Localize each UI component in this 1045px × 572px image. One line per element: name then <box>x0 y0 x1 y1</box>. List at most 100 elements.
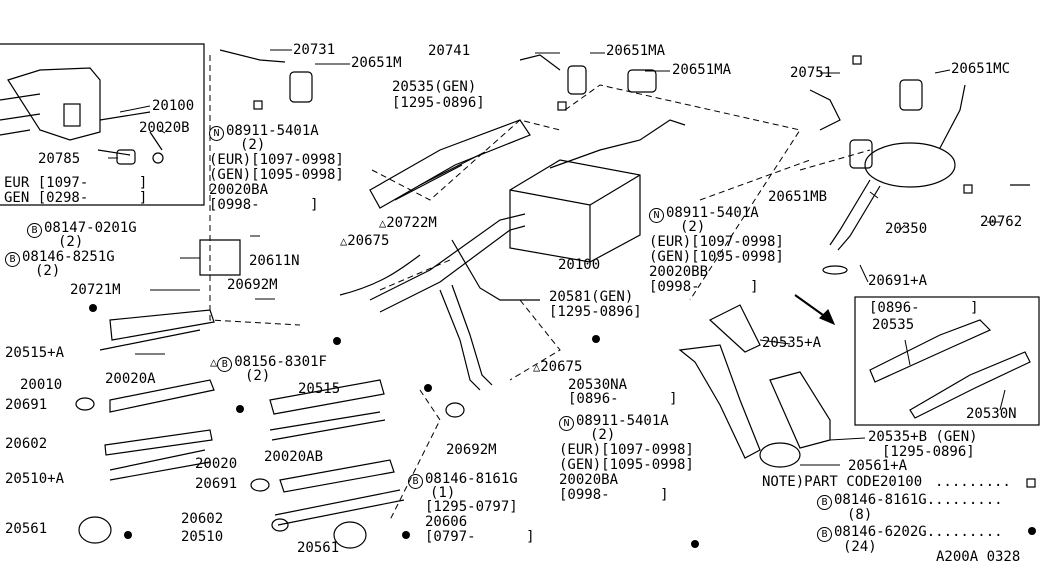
label-0998-c: [0998- ] <box>559 487 669 503</box>
label-20651ma-b: 20651MA <box>672 62 732 78</box>
square-markers <box>253 55 1036 488</box>
inset-topleft-border <box>0 43 205 206</box>
b-marker: B <box>5 252 20 267</box>
inset-eur-date: EUR [1097- ] <box>4 175 148 191</box>
label-20606: 20606 <box>425 514 468 530</box>
note-dots-1: ......... <box>935 474 1011 490</box>
label-20020ba-b: 20020BA <box>559 472 619 488</box>
label-20100: 20100 <box>558 257 601 273</box>
n-marker: N <box>649 208 664 223</box>
label-gen-b: (GEN)[1095-0998] <box>649 249 784 265</box>
label-20602-b: 20602 <box>181 511 224 527</box>
label-20510: 20510 <box>181 529 224 545</box>
inset-right-20535: 20535 <box>872 317 915 333</box>
label-eur-a: (EUR)[1097-0998] <box>209 152 344 168</box>
label-20561-a: 20561 <box>5 521 48 537</box>
main-pipe <box>369 213 540 391</box>
label-b-08147-qty: (2) <box>58 234 84 250</box>
label-20721m: 20721M <box>70 282 121 298</box>
b-marker: B <box>27 223 42 238</box>
label-20020a: 20020A <box>105 371 156 387</box>
label-20651m: 20651M <box>351 55 402 71</box>
label-20515: 20515 <box>298 381 341 397</box>
label-20535b-gen: 20535+B (GEN) <box>868 429 978 445</box>
hangers <box>199 49 1030 276</box>
inset-muffler-drawing <box>0 67 164 165</box>
label-eur-c: (EUR)[1097-0998] <box>559 442 694 458</box>
label-20535a: 20535+A <box>762 335 822 351</box>
label-20602-a: 20602 <box>5 436 48 452</box>
note-08146-8161-qty: (8) <box>847 507 873 523</box>
label-b-08146-8161-date: [1295-0797] <box>425 499 518 515</box>
label-20020ab: 20020AB <box>264 449 324 465</box>
inset-label-20785: 20785 <box>38 151 81 167</box>
label-0998-b: [0998- ] <box>649 279 759 295</box>
label-20535b-date: [1295-0896] <box>882 444 975 460</box>
n-marker: N <box>559 416 574 431</box>
label-20020bb: 20020BB <box>649 264 709 280</box>
arrow-head <box>818 308 836 326</box>
label-20751: 20751 <box>790 65 833 81</box>
b-marker: B <box>817 527 832 542</box>
label-20651ma-a: 20651MA <box>606 43 666 59</box>
label-n-08911-c-qty: (2) <box>590 427 616 443</box>
label-20530na-date: [0896- ] <box>568 391 678 407</box>
label-20691-a: 20691 <box>5 397 48 413</box>
label-20731: 20731 <box>293 42 336 58</box>
inset-label-20100: 20100 <box>152 98 195 114</box>
label-20561a: 20561+A <box>848 458 908 474</box>
main-muffler <box>509 119 686 263</box>
front-pipes <box>99 254 421 526</box>
label-20515a: 20515+A <box>5 345 65 361</box>
label-20675-b: △20675 <box>533 359 583 375</box>
diagram-reference: A200A 0328 <box>936 549 1021 565</box>
leader-lines <box>108 49 1006 466</box>
lower-right-shields <box>678 304 831 468</box>
label-n-08911-b-qty: (2) <box>680 219 706 235</box>
b-marker: B <box>408 474 423 489</box>
label-20535gen: 20535(GEN) <box>392 79 477 95</box>
label-gen-c: (GEN)[1095-0998] <box>559 457 694 473</box>
label-20561-b: 20561 <box>297 540 340 556</box>
label-20010: 20010 <box>20 377 63 393</box>
inset-right-border <box>854 296 1040 426</box>
label-b-08156-qty: (2) <box>245 368 271 384</box>
label-20762: 20762 <box>980 214 1023 230</box>
label-20692m-a: 20692M <box>227 277 278 293</box>
label-20510a: 20510+A <box>5 471 65 487</box>
note-part-code: NOTE)PART CODE20100 <box>762 474 923 490</box>
label-20020ba-a: 20020BA <box>209 182 269 198</box>
label-n-08911-a-qty: (2) <box>240 137 266 153</box>
heat-shield-top <box>369 119 531 209</box>
label-20691a: 20691+A <box>868 273 928 289</box>
label-0998-a: [0998- ] <box>209 197 319 213</box>
label-20020: 20020 <box>195 456 238 472</box>
label-b-08146-8161-qty: (1) <box>430 485 456 501</box>
label-20651mb: 20651MB <box>768 189 828 205</box>
label-20691-b: 20691 <box>195 476 238 492</box>
label-eur-b: (EUR)[1097-0998] <box>649 234 784 250</box>
b-marker: B <box>217 357 233 372</box>
clamps <box>75 397 465 549</box>
inset-right-date: [0896- ] <box>869 300 979 316</box>
label-20741: 20741 <box>428 43 471 59</box>
b-marker: B <box>817 495 832 510</box>
label-20530na: 20530NA <box>568 377 628 393</box>
label-20651mc: 20651MC <box>951 61 1011 77</box>
leader-dashes <box>209 55 871 521</box>
inset-right-shields <box>869 319 1031 419</box>
label-20611n: 20611N <box>249 253 300 269</box>
label-20535gen-date: [1295-0896] <box>392 95 485 111</box>
label-gen-a: (GEN)[1095-0998] <box>209 167 344 183</box>
label-20722m: △20722M <box>379 215 437 231</box>
inset-label-20020b: 20020B <box>139 120 190 136</box>
inset-gen-date: GEN [0298- ] <box>4 190 148 206</box>
